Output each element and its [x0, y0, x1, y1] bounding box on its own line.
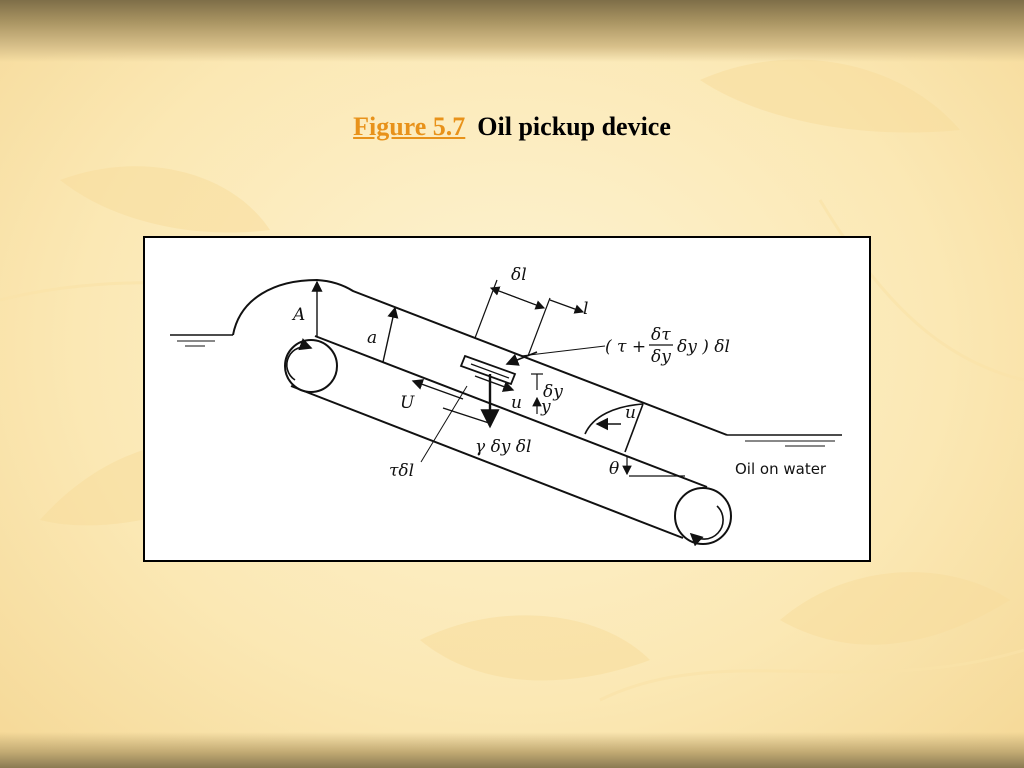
- label-weight: γ δy δl: [475, 437, 531, 457]
- oil-pickup-diagram: A a U δl l ( τ + δτ δy δy ) δl γ δy δl u: [170, 265, 842, 547]
- top-roller: [284, 338, 338, 393]
- top-decorative-band: [0, 0, 1024, 62]
- figure-caption: Oil pickup device: [477, 112, 671, 141]
- label-delta-l: δl: [511, 265, 527, 285]
- belt-velocity-line: [442, 407, 490, 424]
- label-A: A: [291, 305, 305, 325]
- label-u-small: u: [511, 393, 522, 413]
- water-surface-right: [727, 434, 842, 447]
- label-theta: θ: [609, 459, 619, 479]
- figure-frame: A a U δl l ( τ + δτ δy δy ) δl γ δy δl u: [143, 236, 871, 562]
- delta-y-marker: [531, 373, 543, 414]
- slide-title: Figure 5.7 Oil pickup device: [0, 112, 1024, 142]
- belt-velocity-arrow: [411, 379, 464, 400]
- local-velocity-arrow: [474, 375, 515, 392]
- delta-l-dimension: [474, 279, 585, 357]
- shear-top-arrow: [505, 351, 538, 366]
- figure-number: Figure 5.7: [353, 112, 466, 141]
- oil-film-surface: [232, 278, 728, 436]
- label-oil-on-water: Oil on water: [735, 460, 827, 478]
- shear-top-leader: [520, 345, 606, 357]
- label-shear-top-close: δy ) δl: [677, 337, 730, 357]
- label-u-profile: u: [625, 403, 636, 423]
- bottom-decorative-band: [0, 732, 1024, 768]
- shear-bottom-leader: [420, 385, 468, 463]
- label-dy: δy: [651, 347, 671, 367]
- conveyor-belt: [290, 335, 708, 539]
- bottom-roller: [674, 487, 732, 547]
- label-dtau: δτ: [651, 325, 671, 345]
- label-delta-y: δy: [543, 382, 563, 402]
- velocity-profile: [584, 403, 644, 453]
- theta-angle: [622, 456, 685, 477]
- label-l: l: [583, 299, 588, 319]
- label-y: y: [540, 397, 551, 417]
- thickness-a-arrow: [382, 306, 399, 363]
- label-tau-delta-l: τδl: [389, 461, 414, 481]
- fluid-element: [459, 354, 517, 386]
- label-U: U: [400, 393, 415, 413]
- water-surface-left: [170, 334, 233, 347]
- label-a: a: [367, 328, 377, 348]
- label-shear-top-open: ( τ +: [605, 337, 646, 357]
